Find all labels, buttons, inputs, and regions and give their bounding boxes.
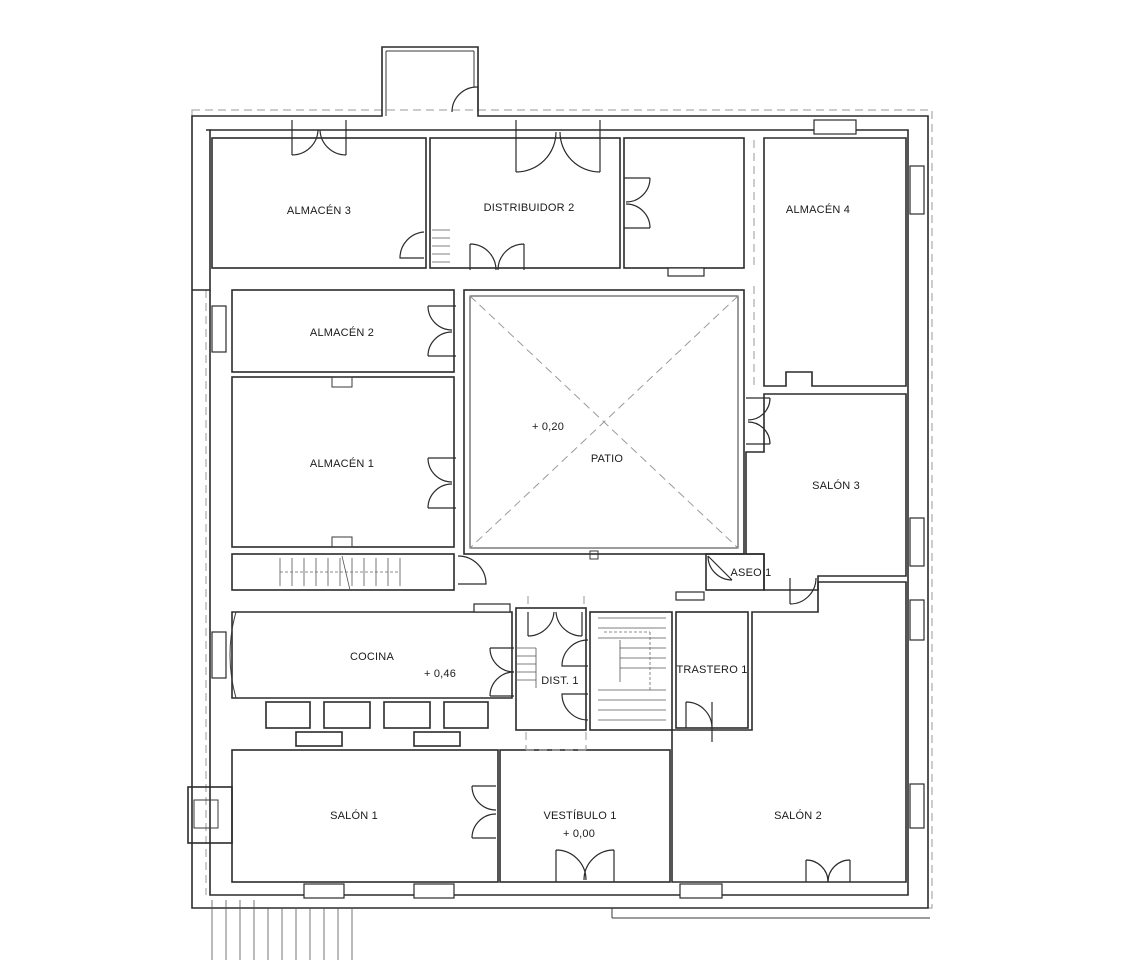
label-salon-2: SALÓN 2 [774,809,822,822]
corridor-stairs-left [231,553,455,591]
stairwell-center [589,611,673,731]
room-labels: ALMACÉN 3 DISTRIBUIDOR 2 ALMACÉN 4 ALMAC… [287,202,860,840]
label-vestibulo-1: VESTÍBULO 1 [543,809,616,822]
label-salon-3: SALÓN 3 [812,479,860,492]
room-dist-1 [515,596,587,731]
room-annex-top [623,137,745,269]
room-patio [463,289,745,560]
stairs-center [598,617,666,721]
label-dist-1: DIST. 1 [541,675,578,687]
counters [265,701,489,747]
windows [211,119,925,899]
label-patio: PATIO [591,453,624,465]
stairs-distribuidor-steps [432,229,450,263]
room-almacen-3 [211,137,427,269]
property-boundary [191,109,933,909]
room-salon-3 [745,393,907,591]
label-almacen-2: ALMACÉN 2 [310,326,374,339]
label-cocina-level: + 0,46 [424,668,456,680]
room-salon-1 [231,749,499,883]
room-distribuidor-2 [429,137,621,269]
room-almacen-4 [753,137,907,387]
room-almacen-1 [231,376,455,548]
room-salon-2 [671,581,907,883]
label-vestibulo-level: + 0,00 [563,828,595,840]
room-almacen-2 [231,289,455,373]
label-almacen-3: ALMACÉN 3 [287,204,351,217]
label-cocina: COCINA [350,651,394,663]
doors [291,86,851,883]
label-almacen-1: ALMACÉN 1 [310,457,374,470]
label-salon-1: SALÓN 1 [330,809,378,822]
stairs-exterior [211,900,930,960]
room-aseo-1 [705,553,765,591]
label-aseo-1: ASEO 1 [731,567,772,579]
stairs-cocina-steps [516,647,537,688]
label-patio-level: + 0,20 [532,421,564,433]
label-distribuidor-2: DISTRIBUIDOR 2 [484,202,575,214]
room-cocina [229,611,513,699]
label-trastero-1: TRASTERO 1 [676,664,747,676]
label-almacen-4: ALMACÉN 4 [786,203,850,216]
stairs-left [279,555,401,591]
exterior-walls [187,46,929,909]
